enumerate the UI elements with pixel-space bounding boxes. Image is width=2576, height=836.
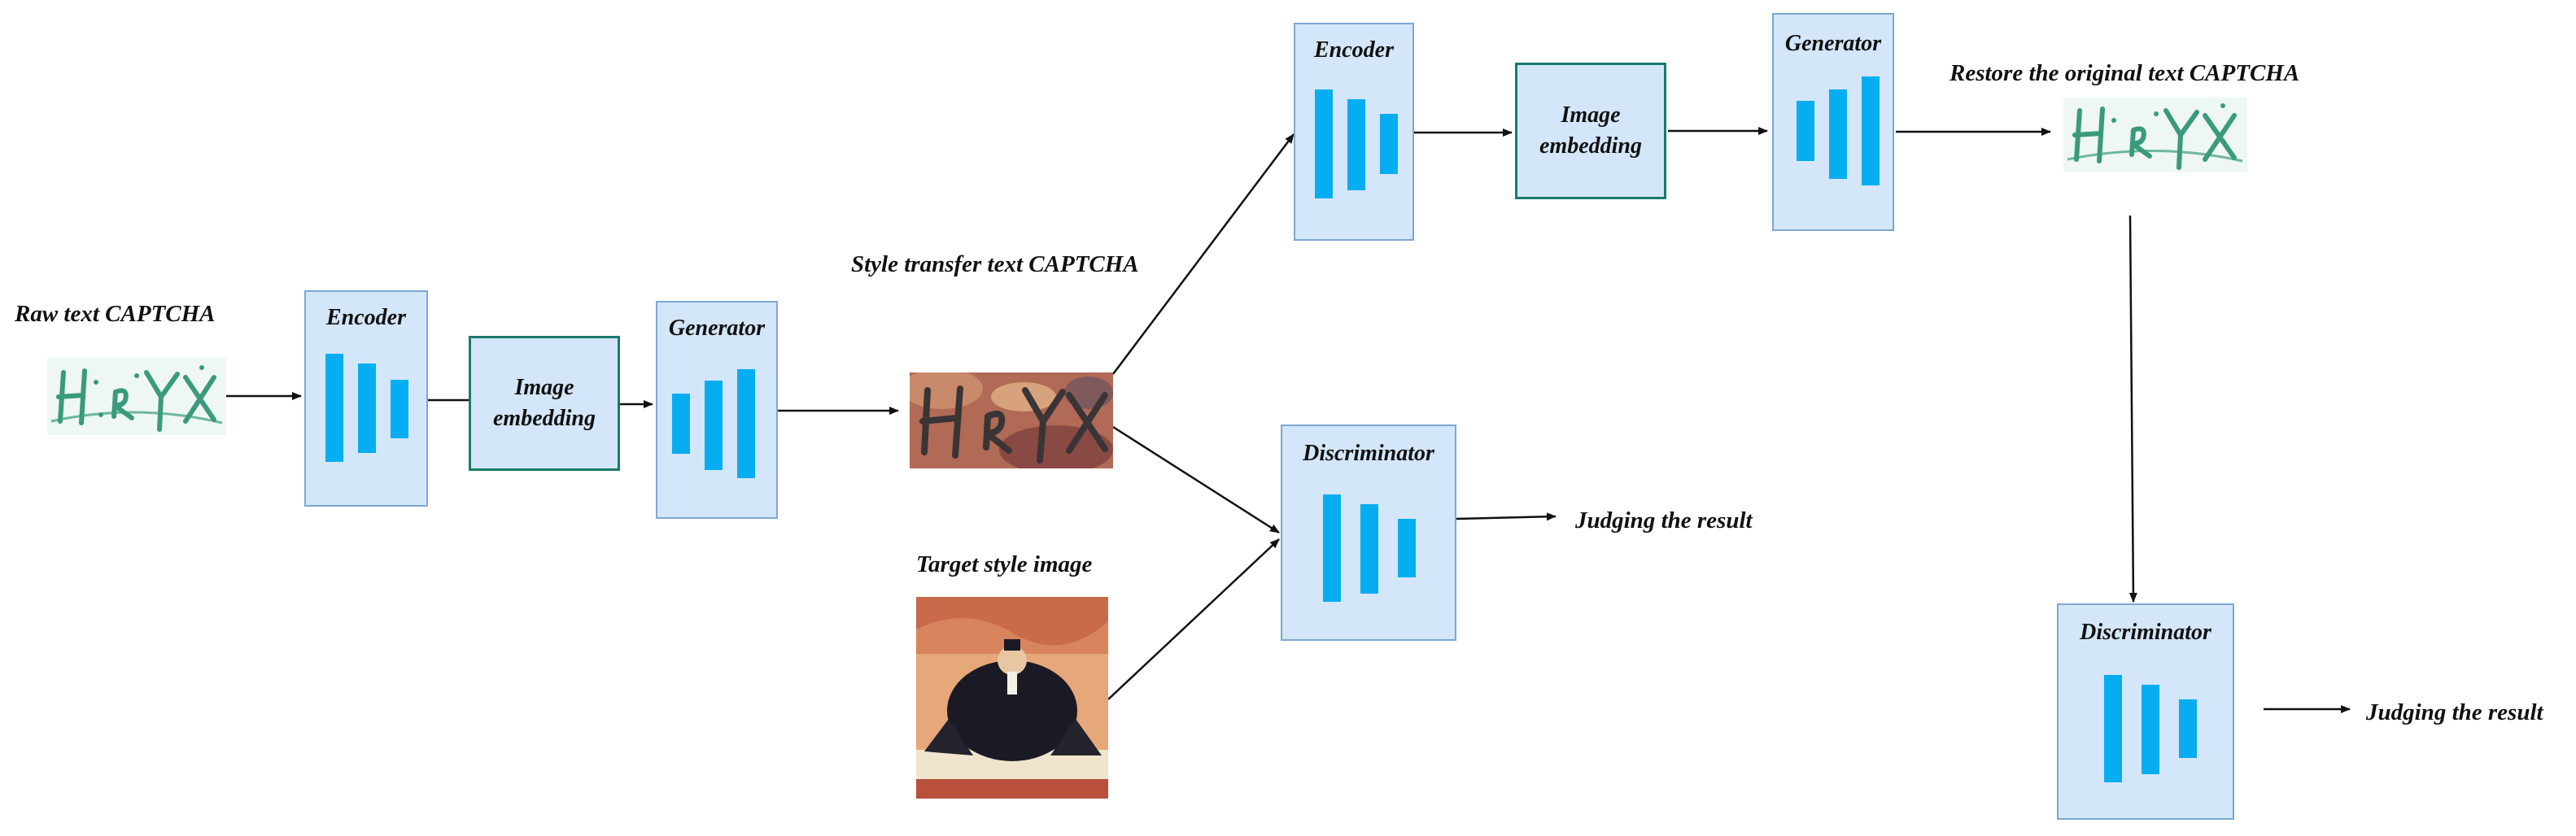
generator-bar [1829, 89, 1847, 179]
target-style-image-label: Target style image [916, 551, 1093, 577]
encoder-block-2: Encoder [1294, 23, 1414, 241]
style-transfer-captcha-label: Style transfer text CAPTCHA [851, 251, 1139, 277]
generator-block-2: Generator [1772, 13, 1894, 231]
image-embedding-label: Image embedding [1539, 102, 1642, 159]
raw-captcha-image [47, 358, 226, 435]
generator-bar [1797, 101, 1814, 161]
captcha-glyphs-styled [910, 372, 1113, 468]
captcha-glyphs-restored [2067, 103, 2243, 170]
image-embedding-label: Image embedding [493, 375, 596, 431]
arrow-styled-to-discriminator1 [1112, 425, 1280, 534]
discriminator-bar [2179, 699, 2197, 758]
generator-bar [1862, 76, 1880, 185]
arrow-styled-to-encoder2 [1112, 133, 1295, 375]
arrow-restored-to-discriminator2 [2128, 215, 2137, 603]
discriminator-bar [2104, 675, 2122, 782]
discriminator-block-2: Discriminator [2057, 603, 2234, 820]
generator-title: Generator [668, 316, 766, 341]
captcha-glyphs-raw [50, 365, 223, 432]
image-embedding-box-2: Image embedding [1515, 63, 1666, 199]
generator-bar [737, 369, 755, 478]
discriminator-block-1: Discriminator [1281, 425, 1456, 641]
generator-block-1: Generator [656, 301, 778, 519]
encoder-bar [1380, 114, 1398, 174]
target-style-image [916, 597, 1108, 799]
encoder-title: Encoder [1314, 37, 1394, 63]
encoder-title: Encoder [326, 305, 406, 330]
style-transfer-captcha-image [910, 372, 1113, 468]
discriminator-bar [1398, 519, 1416, 577]
judging-result-label-1: Judging the result [1575, 507, 1753, 533]
arrow-discriminator1-to-judging [1456, 512, 1557, 521]
target-style-painting [916, 597, 1108, 799]
raw-captcha-label: Raw text CAPTCHA [15, 301, 216, 327]
restore-original-label: Restore the original text CAPTCHA [1949, 60, 2300, 86]
restored-captcha-image [2063, 98, 2247, 172]
generator-bar [672, 394, 690, 454]
discriminator-bar [2142, 685, 2159, 774]
encoder-bar [358, 364, 376, 453]
encoder-bar [391, 380, 408, 438]
judging-result-label-2: Judging the result [2366, 699, 2543, 725]
image-embedding-box-1: Image embedding [469, 336, 620, 471]
encoder-block-1: Encoder [304, 290, 428, 507]
arrow-target-to-discriminator1 [1107, 538, 1280, 700]
encoder-bar [325, 354, 343, 462]
discriminator-bar [1323, 494, 1341, 602]
encoder-bar [1315, 89, 1333, 198]
generator-bar [705, 381, 723, 470]
generator-title: Generator [1784, 31, 1882, 56]
discriminator-bar [1360, 504, 1378, 594]
discriminator-title: Discriminator [1303, 441, 1434, 466]
discriminator-title: Discriminator [2080, 620, 2211, 645]
encoder-bar [1347, 99, 1365, 190]
